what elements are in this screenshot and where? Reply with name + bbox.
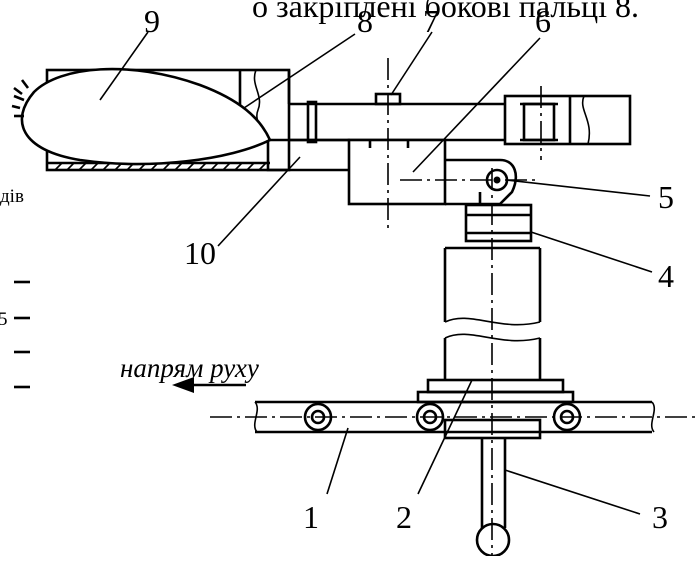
pivot-hinge [445, 158, 517, 206]
callout-4: 4 [658, 258, 674, 294]
lower-jaw [266, 138, 350, 172]
callout-3: 3 [652, 499, 668, 535]
axis-lines [210, 58, 695, 556]
callout-1: 1 [303, 499, 319, 535]
carcass [11, 67, 272, 166]
center-housing [347, 138, 447, 206]
callout-8: 8 [357, 3, 373, 39]
direction-arrow [172, 377, 246, 393]
callout-6: 6 [535, 3, 551, 39]
callout-5: 5 [658, 179, 674, 215]
callout-10: 10 [184, 235, 216, 271]
callout-2: 2 [396, 499, 412, 535]
lower-shank [475, 438, 511, 558]
leader-lines [99, 31, 653, 515]
upper-arm [287, 70, 632, 146]
side-dashes [14, 280, 30, 389]
side-text-fragment: дів [0, 186, 24, 207]
side-number-fragment: 5 [0, 309, 8, 330]
caption-fragment: о закріплені бокові пальці 8. [252, 0, 639, 24]
coupling [464, 203, 533, 243]
callout-9: 9 [144, 3, 160, 39]
direction-label: напрям руху [120, 353, 259, 383]
callout-7: 7 [423, 3, 439, 39]
